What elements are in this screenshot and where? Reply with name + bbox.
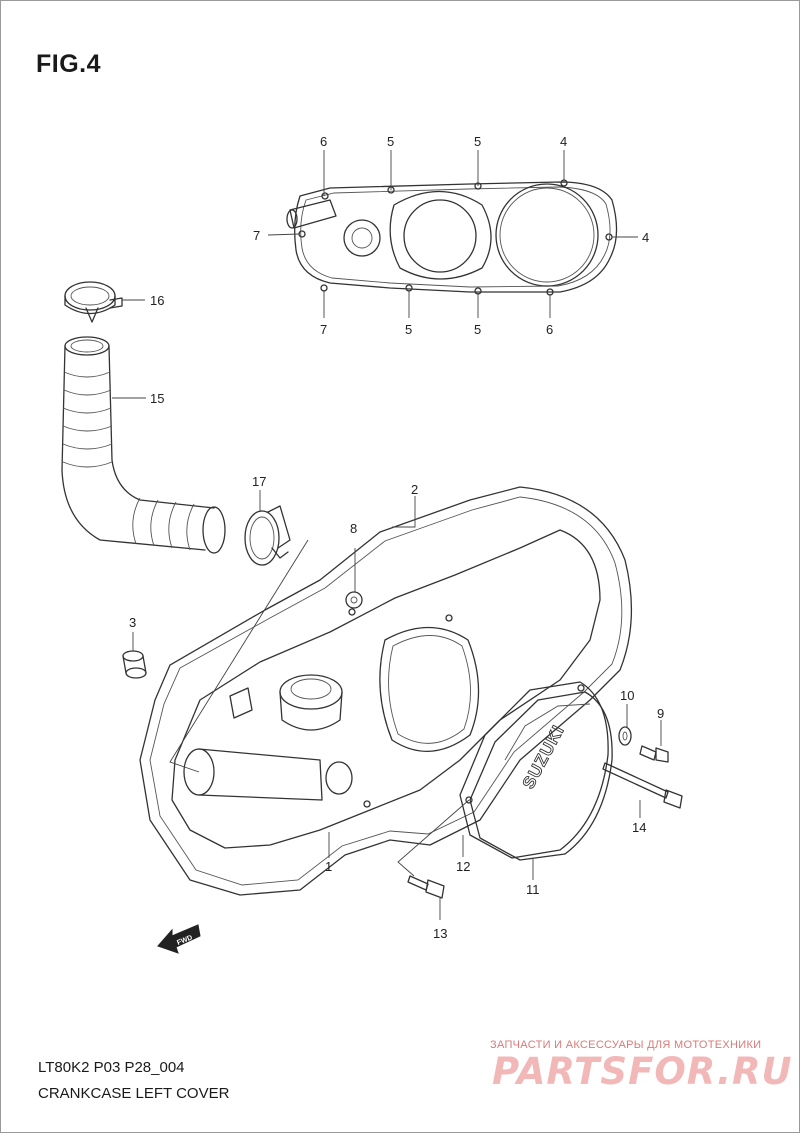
callout-4-top: 4 bbox=[560, 134, 567, 149]
cover-brand-logo: SUZUKI bbox=[519, 722, 568, 792]
bolt-13 bbox=[407, 875, 445, 899]
washer-10 bbox=[618, 726, 632, 746]
callout-5-bottom-right: 5 bbox=[474, 322, 481, 337]
callout-5-top-left: 5 bbox=[387, 134, 394, 149]
callout-2: 2 bbox=[411, 482, 418, 497]
diagram-code: LT80K2 P03 P28_004 bbox=[38, 1059, 185, 1076]
callout-6-top: 6 bbox=[320, 134, 327, 149]
leader-lines bbox=[112, 150, 662, 920]
crankcase-cover-1 bbox=[171, 529, 601, 849]
figure-title: FIG.4 bbox=[36, 50, 102, 78]
gasket-2 bbox=[139, 486, 633, 896]
callout-labels: 6 5 5 4 4 7 7 5 5 6 16 15 17 2 8 3 1 10 … bbox=[129, 134, 664, 941]
callout-15: 15 bbox=[150, 391, 164, 406]
callout-13: 13 bbox=[433, 926, 447, 941]
intake-hose-15 bbox=[61, 336, 226, 554]
hose-clamp-16 bbox=[64, 281, 123, 323]
diagram-name: CRANKCASE LEFT COVER bbox=[38, 1085, 230, 1102]
washer-8 bbox=[345, 591, 363, 609]
callout-5-bottom-left: 5 bbox=[405, 322, 412, 337]
callout-1: 1 bbox=[325, 859, 332, 874]
callout-9: 9 bbox=[657, 706, 664, 721]
callout-16: 16 bbox=[150, 293, 164, 308]
dowel-pin-3 bbox=[122, 650, 147, 679]
upper-cover-view bbox=[286, 179, 618, 296]
forward-direction-arrow: FWD bbox=[157, 924, 201, 954]
callout-11: 11 bbox=[526, 882, 540, 897]
callout-6-bottom: 6 bbox=[546, 322, 553, 337]
callout-10: 10 bbox=[620, 688, 634, 703]
callout-8: 8 bbox=[350, 521, 357, 536]
bolt-9 bbox=[639, 745, 669, 763]
clutch-cover-11: SUZUKI bbox=[465, 684, 613, 861]
callout-5-top-right: 5 bbox=[474, 134, 481, 149]
callout-3: 3 bbox=[129, 615, 136, 630]
callout-7-bottom: 7 bbox=[320, 322, 327, 337]
callout-12: 12 bbox=[456, 859, 470, 874]
callout-14: 14 bbox=[632, 820, 646, 835]
callout-4-right: 4 bbox=[642, 230, 649, 245]
clutch-cover-gasket-12 bbox=[459, 681, 609, 859]
callout-7-left: 7 bbox=[253, 228, 260, 243]
hose-clamp-17 bbox=[244, 505, 291, 566]
bolt-14 bbox=[602, 762, 683, 809]
callout-17: 17 bbox=[252, 474, 266, 489]
watermark-tagline: ЗАПЧАСТИ И АКСЕССУАРЫ ДЛЯ МОТОТЕХНИКИ bbox=[490, 1039, 762, 1051]
watermark-logo: PARTSFOR.RU bbox=[492, 1050, 793, 1093]
